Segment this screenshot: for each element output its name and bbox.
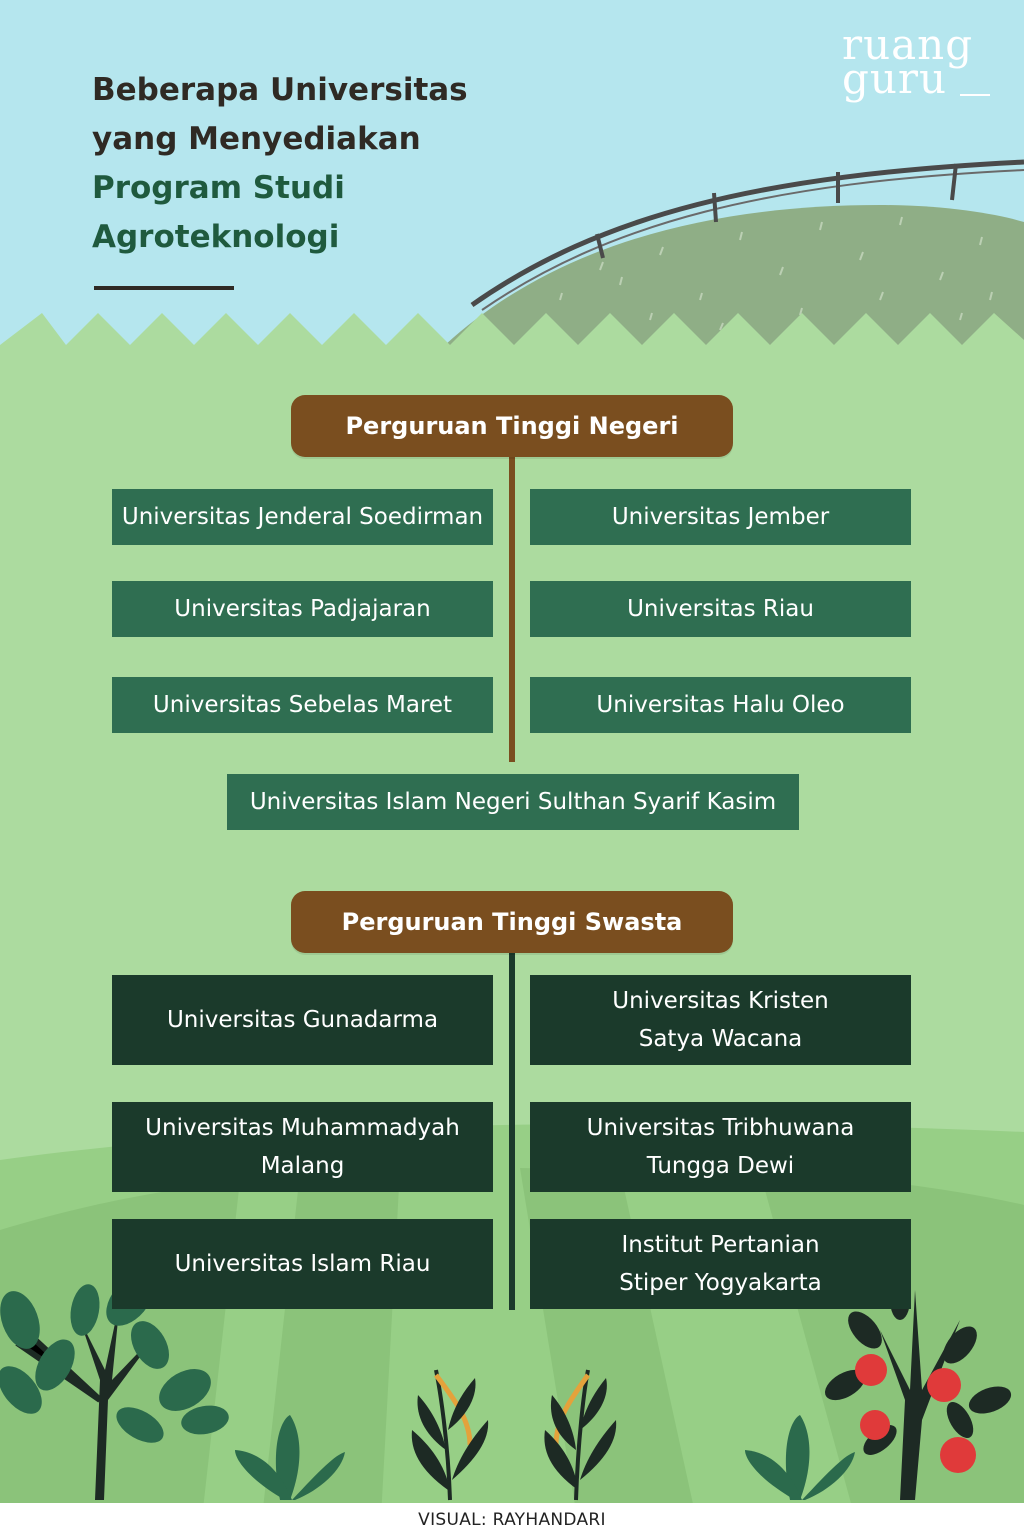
private-item: Universitas Kristen Satya Wacana [530, 975, 911, 1065]
private-item-line-1: Universitas Tribhuwana [586, 1115, 855, 1141]
private-item: Universitas Gunadarma [112, 975, 493, 1065]
visual-credit: VISUAL: RAYHANDARI [0, 1503, 1024, 1536]
distant-hill [445, 205, 1024, 360]
private-item-line-2: Tungga Dewi [646, 1153, 795, 1179]
fence-rail [470, 159, 1024, 308]
page-title: Beberapa Universitas yang Menyediakan Pr… [92, 66, 512, 262]
public-item: Universitas Jember [530, 489, 911, 545]
public-item: Universitas Padjajaran [112, 581, 493, 637]
private-item-line-1: Universitas Kristen [612, 988, 829, 1014]
small-plant-left [235, 1415, 345, 1500]
connector-public [509, 457, 515, 762]
small-plant-right [745, 1415, 855, 1500]
private-item-line-1: Universitas Gunadarma [166, 1007, 439, 1033]
private-item-line-2: Satya Wacana [638, 1026, 803, 1052]
private-item: Universitas Islam Riau [112, 1219, 493, 1309]
left-tree [0, 1274, 229, 1500]
connector-private [509, 953, 515, 1310]
private-item: Institut Pertanian Stiper Yogyakarta [530, 1219, 911, 1309]
private-item-line-1: Universitas Islam Riau [174, 1251, 431, 1277]
title-line-3: Program Studi [92, 170, 345, 206]
ruangguru-logo: ruang guru [842, 20, 990, 103]
private-item-line-1: Institut Pertanian [621, 1232, 820, 1258]
public-item: Universitas Halu Oleo [530, 677, 911, 733]
tomatoes [855, 1354, 976, 1473]
public-header: Perguruan Tinggi Negeri [291, 395, 733, 457]
private-item-line-1: Universitas Muhammadyah [145, 1115, 460, 1141]
logo-line-2: guru [842, 54, 948, 103]
wheat-plant-right [544, 1369, 617, 1501]
title-line-2: yang Menyediakan [92, 121, 421, 157]
public-item: Universitas Riau [530, 581, 911, 637]
public-item: Universitas Jenderal Soedirman [112, 489, 493, 545]
title-underline [94, 286, 234, 290]
private-item-line-2: Malang [260, 1153, 345, 1179]
logo-underline [960, 94, 990, 96]
logo-line-1: ruang [842, 20, 974, 69]
private-item: Universitas Tribhuwana Tungga Dewi [530, 1102, 911, 1192]
private-header: Perguruan Tinggi Swasta [291, 891, 733, 953]
private-item: Universitas Muhammadyah Malang [112, 1102, 493, 1192]
fence-posts [595, 163, 958, 259]
private-item-line-2: Stiper Yogyakarta [619, 1270, 822, 1296]
fence-rail-inner [481, 169, 1024, 311]
title-line-1: Beberapa Universitas [92, 72, 468, 108]
wheat-plant-left [411, 1369, 489, 1501]
public-item: Universitas Islam Negeri Sulthan Syarif … [227, 774, 799, 830]
hill-grass-marks [559, 216, 993, 331]
public-item: Universitas Sebelas Maret [112, 677, 493, 733]
title-line-4: Agroteknologi [92, 219, 340, 255]
